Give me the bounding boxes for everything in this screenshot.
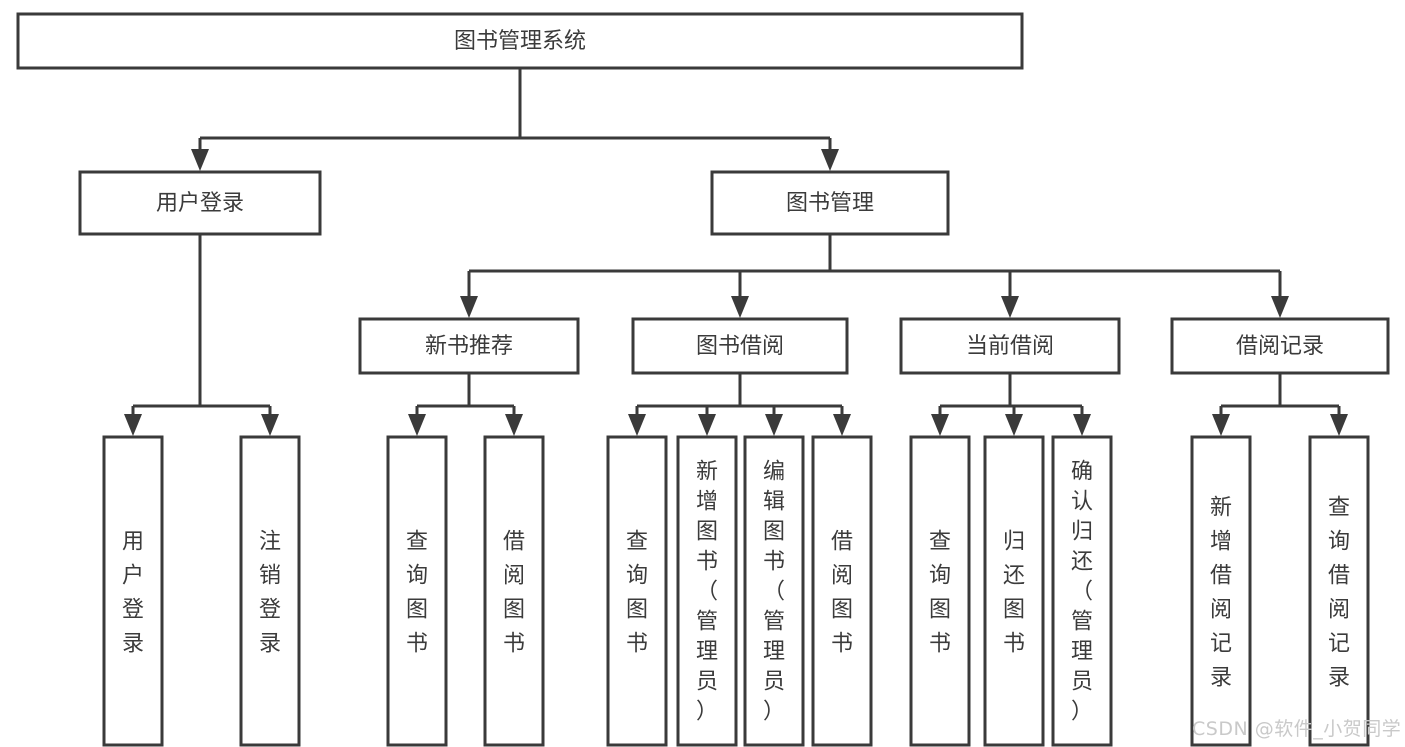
arrowhead xyxy=(191,149,209,171)
node-box[interactable] xyxy=(483,435,545,747)
node-leaf-user-login[interactable]: 用户登录 xyxy=(102,435,164,747)
node-label: 新书推荐 xyxy=(425,334,513,359)
node-label: 用户登录 xyxy=(122,530,144,657)
node-box[interactable] xyxy=(899,317,1121,375)
arrowhead xyxy=(821,149,839,171)
node-box[interactable] xyxy=(78,170,322,236)
connector-group-borrow-record xyxy=(1212,373,1348,436)
connector-group-book-borrow xyxy=(628,373,851,436)
connector-group-current-borrow xyxy=(931,373,1091,436)
node-box[interactable] xyxy=(631,317,849,375)
arrowhead xyxy=(1073,414,1091,436)
node-label: 当前借阅 xyxy=(966,334,1054,359)
node-label: 新增借阅记录 xyxy=(1210,496,1232,691)
node-box[interactable] xyxy=(358,317,580,375)
node-label: 查询借阅记录 xyxy=(1328,496,1350,691)
node-box[interactable] xyxy=(606,435,668,747)
node-label: 归还图书 xyxy=(1003,530,1025,657)
node-box[interactable] xyxy=(102,435,164,747)
node-label: 借阅图书 xyxy=(831,530,853,657)
node-box[interactable] xyxy=(743,435,805,747)
node-box[interactable] xyxy=(811,435,873,747)
node-box[interactable] xyxy=(16,12,1024,70)
node-label: 借阅图书 xyxy=(503,530,525,657)
node-box[interactable] xyxy=(710,170,950,236)
connector-group-new-book-rec xyxy=(408,373,523,436)
arrowhead xyxy=(931,414,949,436)
node-borrow-record[interactable]: 借阅记录 xyxy=(1170,317,1390,375)
connector-group-book-manage xyxy=(460,234,1289,318)
node-box[interactable] xyxy=(1308,435,1370,747)
arrowhead xyxy=(765,414,783,436)
node-leaf-edit-book[interactable]: 编辑图书（管理员） xyxy=(743,435,805,747)
node-leaf-query-book-3[interactable]: 查询图书 xyxy=(909,435,971,747)
connector-group-user-login xyxy=(124,234,279,436)
node-box[interactable] xyxy=(1170,317,1390,375)
node-box[interactable] xyxy=(1190,435,1252,747)
node-leaf-borrow-book-2[interactable]: 借阅图书 xyxy=(811,435,873,747)
arrowhead xyxy=(1330,414,1348,436)
node-leaf-query-book-2[interactable]: 查询图书 xyxy=(606,435,668,747)
node-leaf-return-book[interactable]: 归还图书 xyxy=(983,435,1045,747)
node-leaf-add-book[interactable]: 新增图书（管理员） xyxy=(676,435,738,747)
node-box[interactable] xyxy=(983,435,1045,747)
node-leaf-query-record[interactable]: 查询借阅记录 xyxy=(1308,435,1370,747)
node-label: 图书管理系统 xyxy=(454,29,586,54)
node-label: 新增图书（管理员） xyxy=(696,460,718,725)
arrowhead xyxy=(261,414,279,436)
node-label: 查询图书 xyxy=(626,530,648,657)
node-box[interactable] xyxy=(1051,435,1113,747)
connector-layer xyxy=(124,68,1348,436)
node-label: 确认归还（管理员） xyxy=(1071,460,1093,725)
node-box[interactable] xyxy=(386,435,448,747)
arrowhead xyxy=(460,296,478,318)
node-label: 图书借阅 xyxy=(696,334,784,359)
node-label: 注销登录 xyxy=(259,530,281,657)
arrowhead xyxy=(628,414,646,436)
node-box[interactable] xyxy=(676,435,738,747)
arrowhead xyxy=(505,414,523,436)
arrowhead xyxy=(833,414,851,436)
arrowhead xyxy=(698,414,716,436)
node-box[interactable] xyxy=(239,435,301,747)
node-layer: 图书管理系统用户登录图书管理新书推荐图书借阅当前借阅借阅记录用户登录注销登录查询… xyxy=(16,12,1390,747)
node-label: 用户登录 xyxy=(156,191,244,216)
arrowhead xyxy=(731,296,749,318)
node-book-borrow[interactable]: 图书借阅 xyxy=(631,317,849,375)
node-label: 查询图书 xyxy=(406,530,428,657)
node-label: 编辑图书（管理员） xyxy=(763,460,785,725)
arrowhead xyxy=(1001,296,1019,318)
node-leaf-logout[interactable]: 注销登录 xyxy=(239,435,301,747)
arrowhead xyxy=(1271,296,1289,318)
node-label: 查询图书 xyxy=(929,530,951,657)
node-root[interactable]: 图书管理系统 xyxy=(16,12,1024,70)
arrowhead xyxy=(408,414,426,436)
node-leaf-borrow-book-1[interactable]: 借阅图书 xyxy=(483,435,545,747)
node-user-login[interactable]: 用户登录 xyxy=(78,170,322,236)
node-book-manage[interactable]: 图书管理 xyxy=(710,170,950,236)
arrowhead xyxy=(1212,414,1230,436)
arrowhead xyxy=(124,414,142,436)
connector-group-root xyxy=(191,68,839,171)
node-leaf-query-book-1[interactable]: 查询图书 xyxy=(386,435,448,747)
node-leaf-add-record[interactable]: 新增借阅记录 xyxy=(1190,435,1252,747)
node-box[interactable] xyxy=(909,435,971,747)
node-label: 图书管理 xyxy=(786,191,874,216)
node-new-book-rec[interactable]: 新书推荐 xyxy=(358,317,580,375)
node-leaf-confirm-return[interactable]: 确认归还（管理员） xyxy=(1051,435,1113,747)
node-label: 借阅记录 xyxy=(1236,334,1324,359)
arrowhead xyxy=(1005,414,1023,436)
node-current-borrow[interactable]: 当前借阅 xyxy=(899,317,1121,375)
